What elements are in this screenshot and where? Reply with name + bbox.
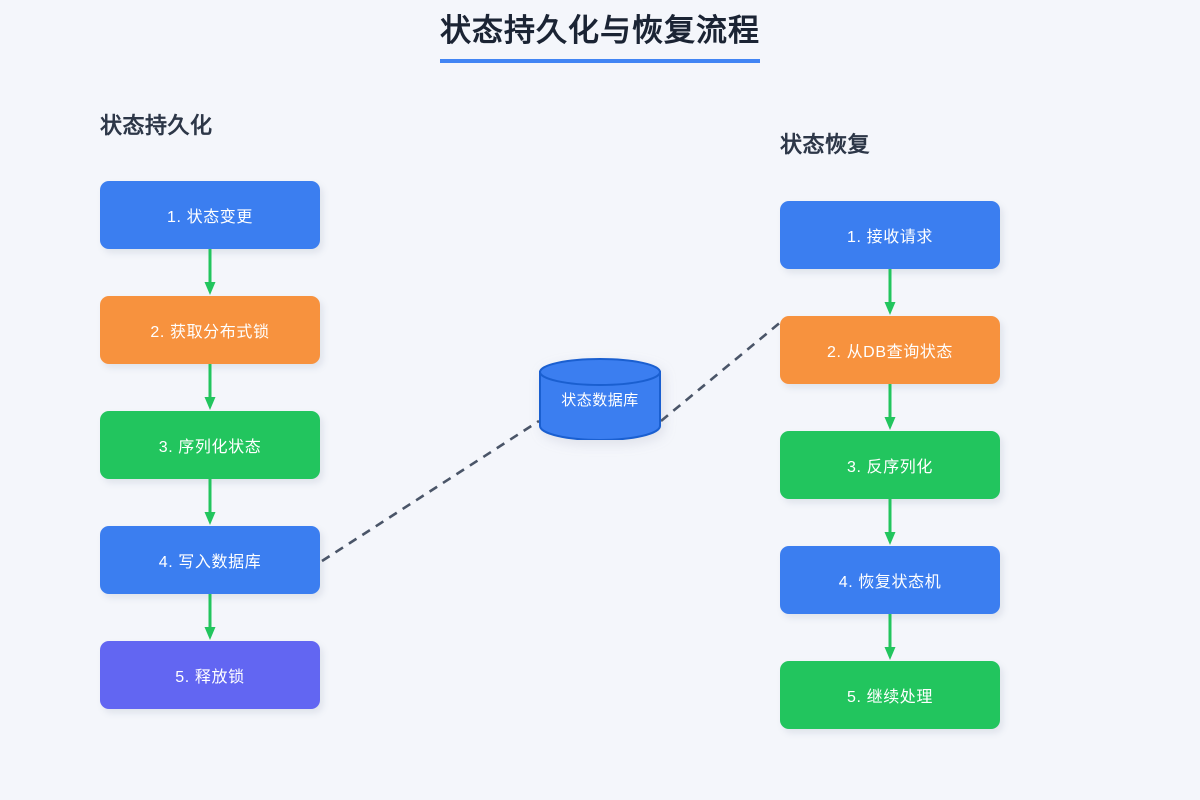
dashed-link-db-to-query bbox=[660, 319, 783, 423]
node-persistence-2[interactable]: 2. 获取分布式锁 bbox=[100, 296, 320, 364]
node-restore-1[interactable]: 1. 接收请求 bbox=[780, 201, 1000, 269]
page-title: 状态持久化与恢复流程 bbox=[440, 12, 760, 63]
section-header-restore: 状态恢复 bbox=[780, 132, 871, 157]
arrow-restore-1-2 bbox=[884, 269, 896, 315]
node-restore-4[interactable]: 4. 恢复状态机 bbox=[780, 546, 1000, 614]
node-restore-5[interactable]: 5. 继续处理 bbox=[780, 661, 1000, 729]
database-cylinder-icon[interactable] bbox=[539, 358, 661, 440]
node-restore-2[interactable]: 2. 从DB查询状态 bbox=[780, 316, 1000, 384]
arrow-restore-4-5 bbox=[884, 614, 896, 660]
node-persistence-5[interactable]: 5. 释放锁 bbox=[100, 641, 320, 709]
arrow-persistence-3-4 bbox=[204, 479, 216, 525]
arrow-persistence-1-2 bbox=[204, 249, 216, 295]
node-restore-3[interactable]: 3. 反序列化 bbox=[780, 431, 1000, 499]
arrow-restore-2-3 bbox=[884, 384, 896, 430]
arrow-restore-3-4 bbox=[884, 499, 896, 545]
node-persistence-4[interactable]: 4. 写入数据库 bbox=[100, 526, 320, 594]
dashed-link-write-to-db bbox=[321, 419, 540, 563]
node-persistence-3[interactable]: 3. 序列化状态 bbox=[100, 411, 320, 479]
arrow-persistence-2-3 bbox=[204, 364, 216, 410]
page-title-wrapper: 状态持久化与恢复流程 bbox=[0, 12, 1200, 63]
arrow-persistence-4-5 bbox=[204, 594, 216, 640]
section-header-persistence: 状态持久化 bbox=[100, 113, 213, 138]
node-persistence-1[interactable]: 1. 状态变更 bbox=[100, 181, 320, 249]
